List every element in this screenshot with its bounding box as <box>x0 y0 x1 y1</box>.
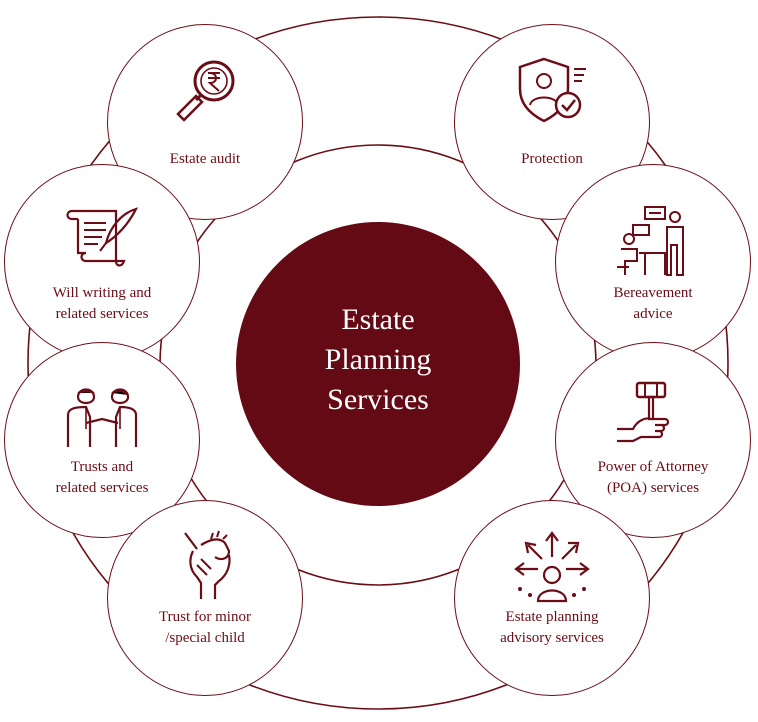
node-advisory: Estate planning advisory services <box>454 500 650 696</box>
node-trusts: Trusts and related services <box>4 342 200 538</box>
center-title: Estate Planning Services <box>324 303 432 416</box>
service-label: Trusts and related services <box>55 459 149 496</box>
service-label: Trust for minor /special child <box>159 609 251 646</box>
center-circle: Estate Planning Services <box>236 222 520 506</box>
service-label: Power of Attorney (POA) services <box>597 459 709 496</box>
person-arrows-icon <box>514 531 590 603</box>
node-bereavement: Bereavement advice <box>555 164 751 360</box>
magnifier-rupee-icon <box>176 60 235 122</box>
node-will-writing: Will writing and related services <box>4 164 200 360</box>
scroll-quill-icon <box>66 207 139 267</box>
holding-hands-icon <box>184 530 231 599</box>
node-trust-minor: Trust for minor /special child <box>107 500 303 696</box>
service-label: Estate audit <box>169 151 241 167</box>
node-poa: Power of Attorney (POA) services <box>555 342 751 538</box>
service-label: Bereavement advice <box>613 285 693 322</box>
shield-person-check-icon <box>518 57 586 123</box>
handshake-people-icon <box>66 388 138 447</box>
service-label: Protection <box>521 151 583 167</box>
service-label: Will writing and related services <box>52 285 152 322</box>
service-label: Estate planning advisory services <box>500 609 604 646</box>
hand-gavel-icon <box>617 381 670 443</box>
advisor-meeting-icon <box>617 206 684 276</box>
